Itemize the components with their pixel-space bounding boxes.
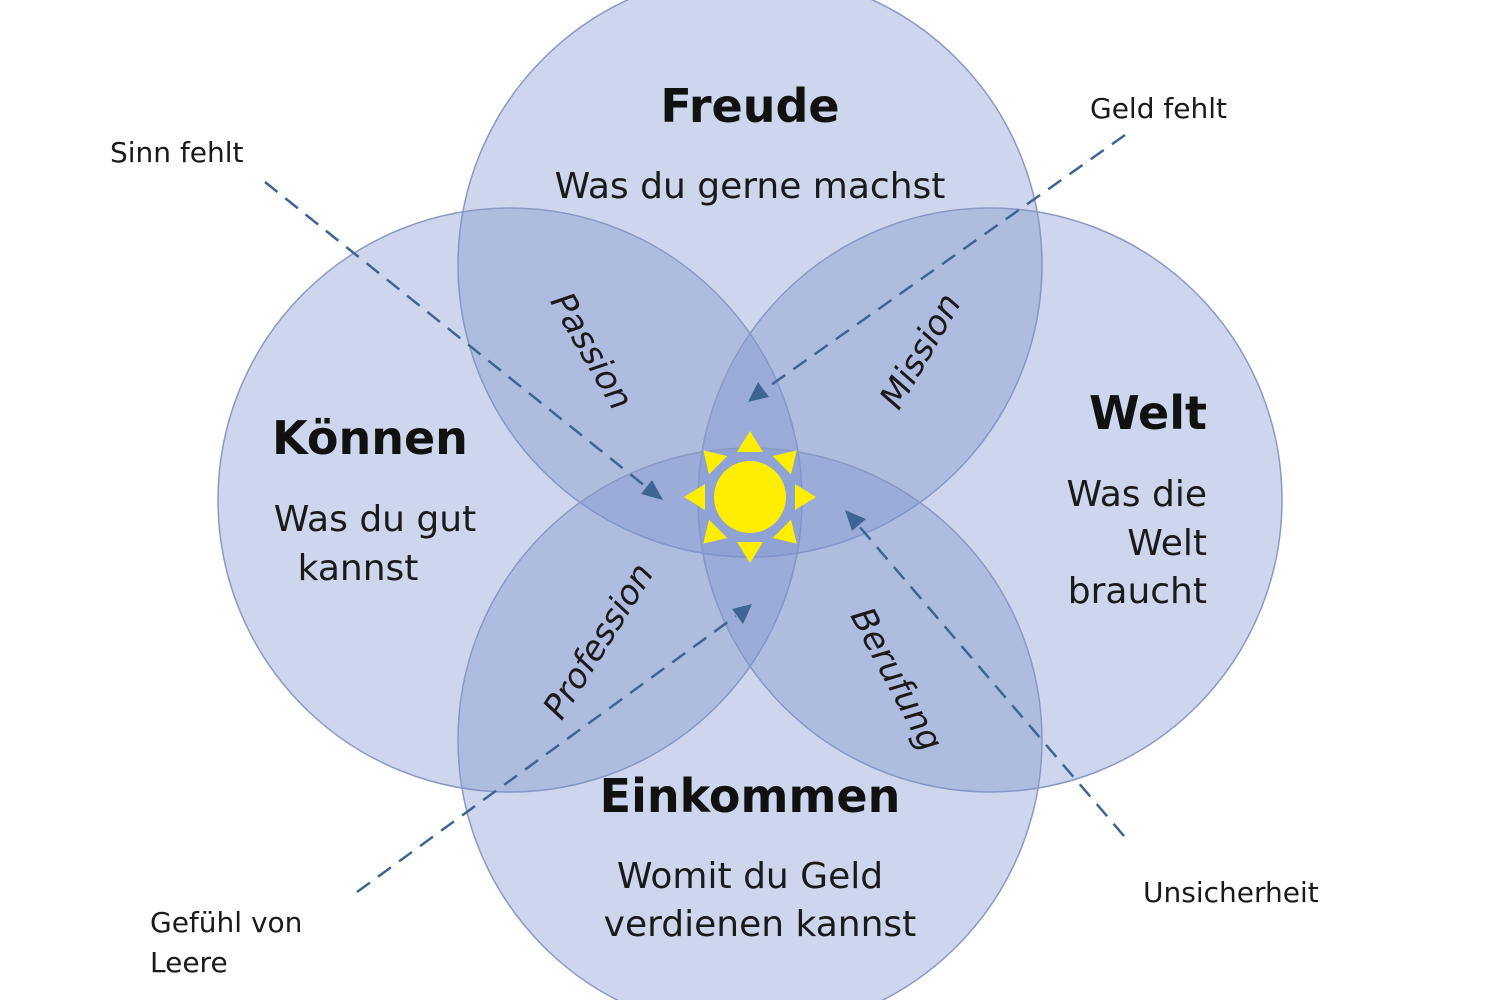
label-freude: Freude Was du gerne machst [555, 79, 946, 207]
desc-koennen-line1: Was du gut [274, 499, 476, 540]
callout-arrow-sinn-fehlt [264, 181, 663, 500]
desc-einkommen-line2: verdienen kannst [604, 904, 917, 945]
sun-icon [684, 431, 816, 563]
arrowhead-icon [641, 480, 663, 500]
callout-gefuehl-von-leere-line1: Gefühl von [150, 906, 302, 939]
title-koennen: Können [272, 411, 468, 465]
callout-gefuehl-von-leere-line2: Leere [150, 946, 228, 979]
desc-welt-line2: Welt [1127, 523, 1207, 564]
desc-freude-line1: Was du gerne machst [555, 166, 946, 207]
desc-welt-line1: Was die [1066, 474, 1207, 515]
arrowhead-icon [748, 382, 769, 402]
label-koennen: Können Was du gut kannst [272, 411, 476, 589]
desc-einkommen-line1: Womit du Geld [617, 856, 883, 897]
callout-sinn-fehlt: Sinn fehlt [110, 136, 244, 169]
title-einkommen: Einkommen [600, 769, 901, 823]
callout-geld-fehlt: Geld fehlt [1090, 92, 1227, 125]
sun-rays [684, 431, 816, 563]
callout-arrow-unsicherheit [845, 510, 1125, 837]
desc-welt-line3: braucht [1068, 571, 1207, 612]
callout-unsicherheit: Unsicherheit [1143, 876, 1319, 909]
desc-koennen-line2: kannst [298, 548, 419, 589]
callout-arrow-gefuehl-von-leere [356, 604, 752, 894]
label-welt: Welt Was die Welt braucht [1066, 386, 1207, 612]
circles [217, 0, 1283, 1000]
label-einkommen: Einkommen Womit du Geld verdienen kannst [600, 769, 917, 945]
title-freude: Freude [660, 79, 839, 133]
arrowhead-icon [732, 604, 752, 624]
title-welt: Welt [1089, 386, 1207, 440]
callout-arrow-geld-fehlt [748, 133, 1126, 402]
arrowhead-icon [845, 510, 866, 531]
sun-core [714, 461, 786, 533]
